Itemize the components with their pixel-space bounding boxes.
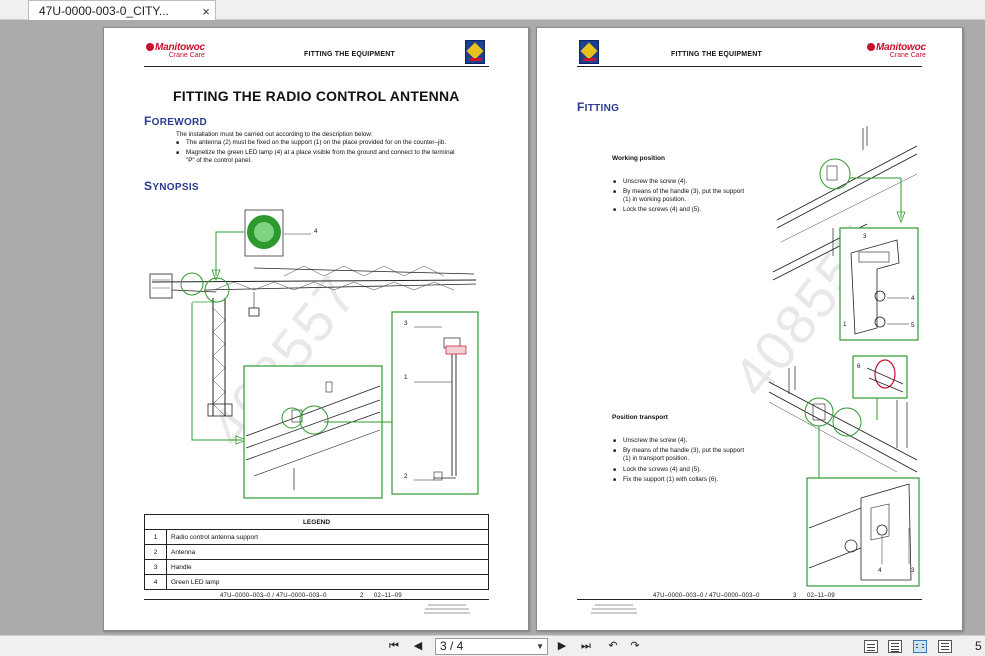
- callout-3: 3: [911, 567, 915, 574]
- forward-view-icon[interactable]: ↷: [630, 640, 640, 652]
- footer-rule: [144, 599, 489, 600]
- transport-position-heading: Position transport: [612, 414, 668, 421]
- manitowoc-logo: Manitowoc Crane Care: [146, 42, 205, 59]
- document-title: FITTING THE RADIO CONTROL ANTENNA: [173, 88, 460, 104]
- page-3: FITTING THE EQUIPMENT Manitowoc Crane Ca…: [536, 27, 963, 631]
- transport-bullet-continuation: (1) in transport position.: [623, 455, 690, 462]
- continuous-view-icon[interactable]: [888, 640, 902, 653]
- document-tab[interactable]: 47U-0000-003-0_CITY... ×: [28, 0, 216, 21]
- transport-bullet: Fix the support (1) with collars (6).: [613, 476, 718, 485]
- footer-reference: 47U–0000–003–0 / 47U–0000–003–0: [653, 593, 760, 599]
- footer-page-number: 3: [793, 593, 797, 599]
- footer-reference: 47U–0000–003–0 / 47U–0000–003–0: [220, 593, 327, 599]
- footer-page-number: 2: [360, 593, 364, 599]
- legend-header: LEGEND: [144, 514, 489, 530]
- footer-copyright-stamp-icon: [589, 603, 639, 619]
- callout-4: 4: [314, 228, 318, 235]
- callout-5: 5: [911, 322, 915, 329]
- tab-bar: 47U-0000-003-0_CITY... ×: [0, 0, 985, 21]
- foreword-heading: FOREWORD: [144, 114, 208, 128]
- document-tab-title: 47U-0000-003-0_CITY...: [39, 4, 169, 18]
- header-title: FITTING THE EQUIPMENT: [304, 51, 395, 58]
- foreword-bullet: Magnetize the green LED lamp (4) at a pl…: [176, 149, 454, 158]
- transport-bullet: By means of the handle (3), put the supp…: [613, 447, 744, 456]
- back-view-icon[interactable]: ↶: [608, 640, 618, 652]
- detail-box-collar: [852, 355, 908, 399]
- callout-1: 1: [404, 374, 408, 381]
- crane-care-badge-icon: [465, 40, 485, 64]
- foreword-text: The installation must be carried out acc…: [176, 131, 373, 138]
- continuous-facing-view-icon[interactable]: [938, 640, 952, 653]
- foreword-bullet-continuation: "P" of the control panel.: [186, 157, 252, 164]
- synopsis-crane-drawing: [149, 209, 479, 499]
- footer-date: 02–11–09: [807, 593, 835, 599]
- footer-date: 02–11–09: [374, 593, 402, 599]
- page-indicator: 3 / 4: [440, 639, 464, 653]
- navigation-toolbar: ⏮ ◀ 3 / 4 ▼ ▶ ⏭ ↶ ↷ 5: [0, 635, 985, 656]
- page-number-select[interactable]: 3 / 4 ▼: [435, 638, 548, 655]
- synopsis-heading: SYNOPSIS: [144, 179, 199, 193]
- callout-1: 1: [843, 321, 847, 328]
- foreword-bullet: The antenna (2) must be fixed on the sup…: [176, 139, 446, 148]
- detail-box-antenna-support: [243, 365, 383, 499]
- manitowoc-logo: Manitowoc Crane Care: [867, 42, 926, 59]
- footer-copyright-stamp-icon: [422, 603, 472, 619]
- callout-6: 6: [857, 363, 861, 370]
- working-bullet-continuation: (1) in working position.: [623, 196, 686, 203]
- working-bullet: By means of the handle (3), put the supp…: [613, 188, 744, 197]
- fitting-drawings: [768, 126, 920, 587]
- callout-4: 4: [878, 567, 882, 574]
- facing-view-icon[interactable]: [913, 640, 927, 653]
- crane-care-badge-icon: [579, 40, 599, 64]
- last-page-icon[interactable]: ⏭: [581, 640, 591, 652]
- next-page-icon[interactable]: ▶: [557, 640, 567, 652]
- header-title: FITTING THE EQUIPMENT: [671, 51, 762, 58]
- fitting-heading: FITTING: [577, 100, 620, 114]
- working-position-heading: Working position: [612, 155, 665, 162]
- previous-page-icon[interactable]: ◀: [413, 640, 423, 652]
- footer-rule: [577, 599, 922, 600]
- transport-bullet: Lock the screws (4) and (5).: [613, 466, 701, 475]
- detail-box-transport-position: [806, 477, 920, 587]
- first-page-icon[interactable]: ⏮: [389, 640, 399, 652]
- callout-4: 4: [911, 295, 915, 302]
- callout-3: 3: [404, 320, 408, 327]
- document-viewer[interactable]: Manitowoc Crane Care FITTING THE EQUIPME…: [0, 20, 985, 635]
- callout-3: 3: [863, 233, 867, 240]
- detail-box-support-handle: [391, 311, 479, 495]
- edge-number: 5: [975, 639, 982, 653]
- callout-2: 2: [404, 473, 408, 480]
- detail-box-working-position: [839, 227, 919, 341]
- header-rule: [577, 66, 922, 67]
- single-page-view-icon[interactable]: [864, 640, 878, 653]
- close-icon[interactable]: ×: [202, 3, 210, 19]
- page-2: Manitowoc Crane Care FITTING THE EQUIPME…: [103, 27, 529, 631]
- header-rule: [144, 66, 489, 67]
- working-bullet: Unscrew the screw (4).: [613, 178, 687, 187]
- transport-bullet: Unscrew the screw (4).: [613, 437, 687, 446]
- chevron-down-icon: ▼: [536, 642, 544, 651]
- working-bullet: Lock the screws (4) and (5).: [613, 206, 701, 215]
